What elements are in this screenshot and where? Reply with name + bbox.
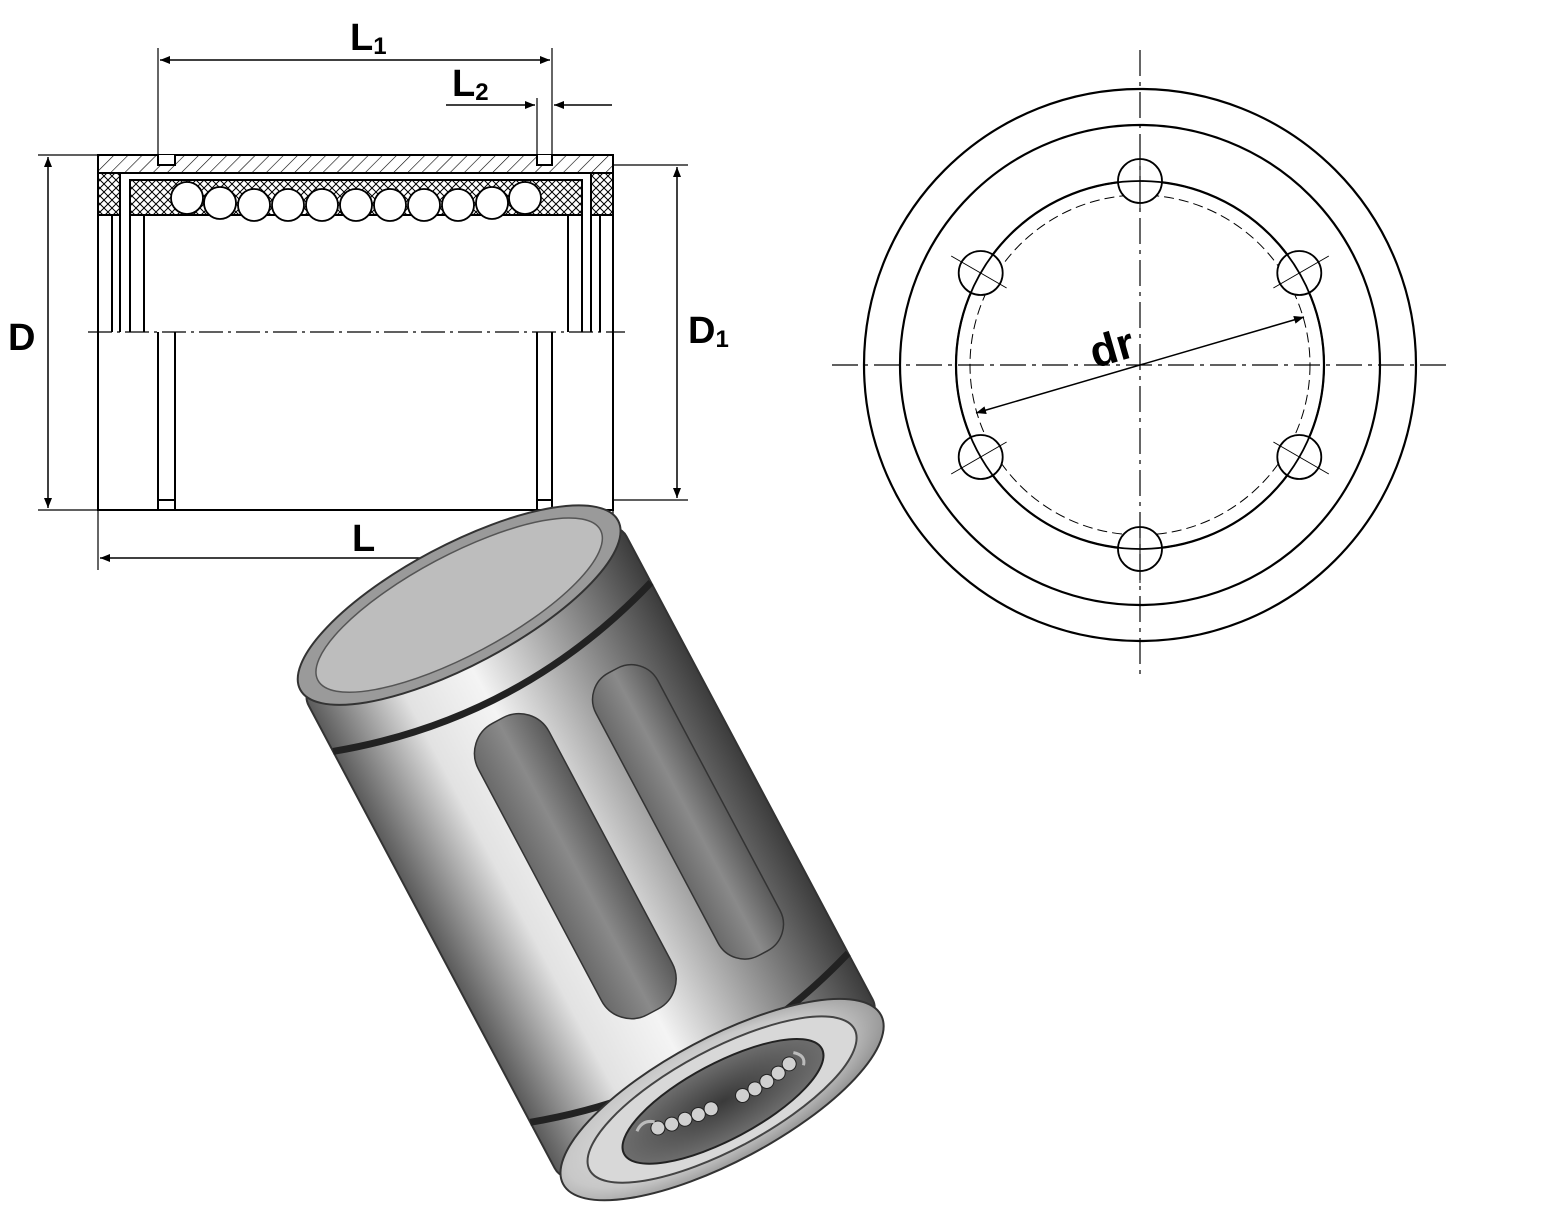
end-view: [832, 50, 1452, 680]
left-ring-groove-top: [157, 155, 176, 166]
ball-track-axis: [950, 255, 1007, 289]
ball-return-slot: [591, 663, 785, 960]
label-ring-groove-diameter: D1: [688, 310, 729, 353]
bearing-product-render: [296, 504, 885, 1202]
sleeve-wall-section: [97, 154, 614, 174]
right-ring-groove-top: [536, 155, 553, 166]
ball: [373, 188, 407, 222]
ball-track-axis: [1273, 441, 1330, 475]
label-groove-width: L2: [452, 63, 489, 106]
label-outer-diameter: D: [8, 317, 35, 359]
label-overall-length: L: [352, 518, 375, 560]
ball: [508, 181, 542, 215]
ball: [203, 186, 237, 220]
ball-row: [170, 181, 542, 222]
ball-track-axis: [950, 441, 1007, 475]
ball-return-slot: [473, 712, 677, 1020]
retaining-ring-groove-top: [332, 580, 654, 755]
left-seal-section: [97, 172, 121, 216]
ball-track-axis: [1273, 255, 1330, 289]
section-view: [38, 48, 688, 570]
ball: [237, 188, 271, 222]
ball: [170, 181, 204, 215]
label-inscribed-diameter: dr: [1084, 318, 1140, 377]
ball: [475, 186, 509, 220]
right-seal-section: [590, 172, 614, 216]
dim-line-inscribed-diameter: [975, 315, 1305, 415]
ball: [305, 188, 339, 222]
label-groove-spacing: L1: [350, 17, 387, 60]
ball: [441, 188, 475, 222]
ball: [407, 188, 441, 222]
ball: [271, 188, 305, 222]
ball: [339, 188, 373, 222]
